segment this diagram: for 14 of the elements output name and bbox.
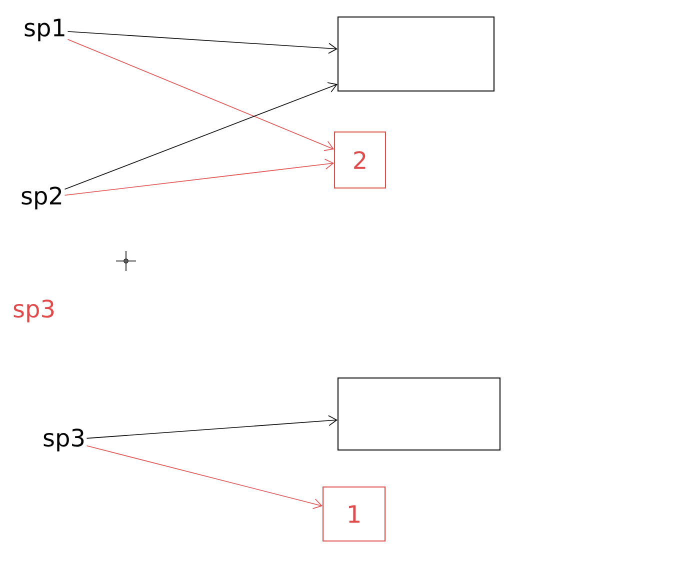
signal-label: sp3 — [44, 428, 84, 452]
signal-label: sp2 — [22, 186, 62, 210]
arrow — [64, 158, 334, 196]
arrow — [86, 415, 338, 439]
number-box: 2 — [334, 132, 386, 188]
signal-label: sp1 — [24, 18, 64, 42]
arrow — [86, 445, 322, 510]
empty-box — [338, 378, 500, 450]
arrow — [64, 82, 338, 190]
arrow — [67, 31, 338, 54]
signal-label: sp3 — [14, 300, 54, 322]
number-box: 1 — [322, 486, 386, 542]
arrow — [67, 38, 334, 151]
empty-box — [338, 16, 494, 92]
